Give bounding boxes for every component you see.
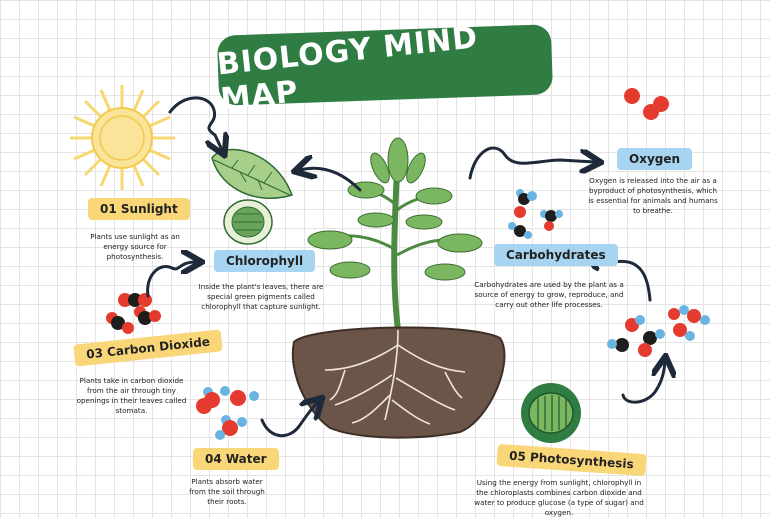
desc-oxygen: Oxygen is released into the air as a byp…: [588, 176, 718, 215]
arrow-plant-to-oxygen: [468, 146, 595, 180]
desc-sunlight: Plants use sunlight as an energy source …: [90, 232, 180, 261]
label-oxygen: Oxygen: [617, 148, 693, 170]
arrow-co2-to-chlorophyll: [146, 262, 196, 298]
chloroplast-icon: [223, 199, 273, 245]
photosynthesis-chloroplast-icon: [521, 383, 581, 443]
desc-chlorophyll: Inside the plant's leaves, there are spe…: [198, 282, 324, 311]
arrow-sunlight-to-chlorophyll: [168, 96, 222, 150]
label-carbohydrates: Carbohydrates: [494, 244, 618, 266]
label-sunlight: 01 Sunlight: [88, 198, 190, 220]
co2-molecule-icon: [106, 293, 161, 334]
leaf-icon: [211, 148, 293, 199]
label-chlorophyll: Chlorophyll: [214, 250, 316, 272]
soil-icon: [291, 326, 506, 439]
carbohydrate-molecule-icon: [508, 189, 563, 239]
co2-water-cluster-icon: [607, 305, 710, 357]
label-water: 04 Water: [193, 448, 279, 470]
desc-carbohydrates: Carbohydrates are used by the plant as a…: [474, 280, 624, 309]
arrow-plant-to-leaf: [300, 168, 362, 192]
desc-water: Plants absorb water from the soil throug…: [189, 477, 265, 506]
plant-icon: [307, 137, 483, 331]
arrow-photosynthesis-to-cluster: [621, 362, 665, 404]
water-molecule-icon: [196, 386, 259, 440]
arrow-water-to-soil: [260, 402, 318, 438]
oxygen-molecule-icon: [624, 88, 669, 120]
sun-icon: [70, 85, 175, 190]
desc-carbon-dioxide: Plants take in carbon dioxide from the a…: [76, 376, 187, 415]
desc-photosynthesis: Using the energy from sunlight, chloroph…: [474, 478, 644, 517]
